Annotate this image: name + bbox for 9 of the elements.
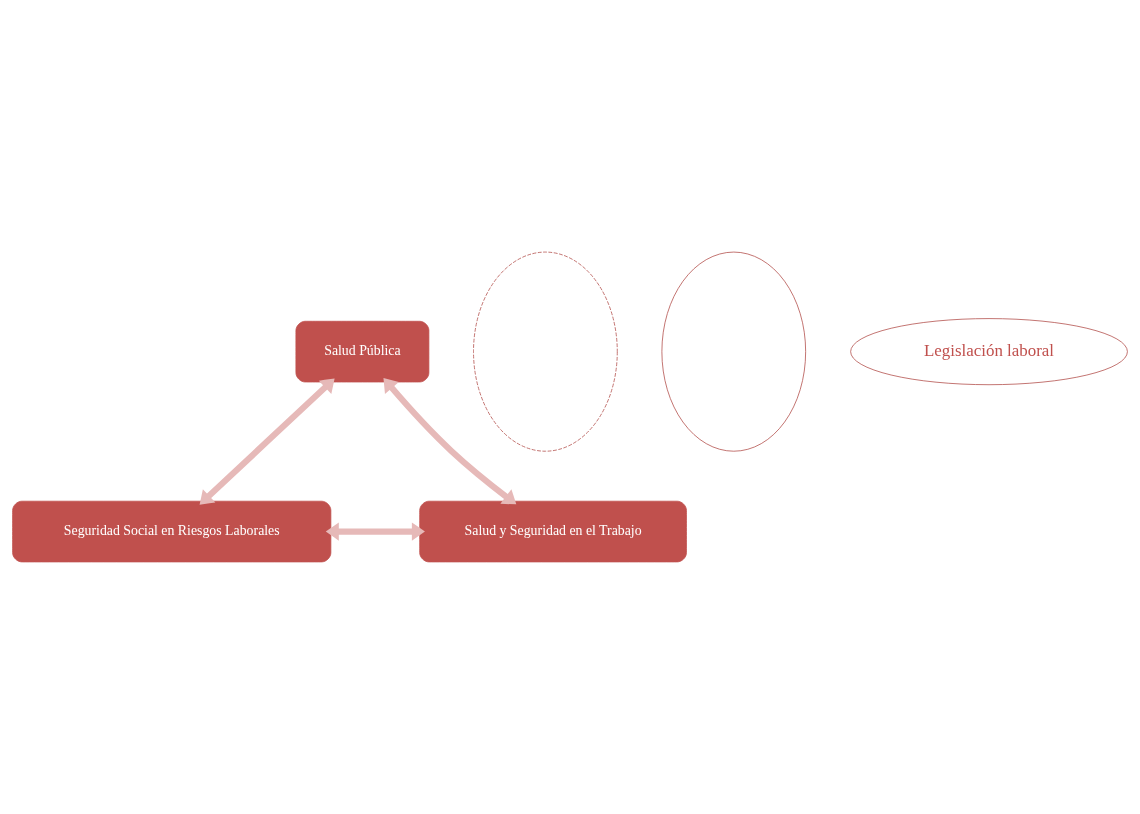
arrow — [325, 522, 425, 541]
node-box: Seguridad Social en Riesgos Laborales — [12, 500, 332, 563]
node-ellipse: Legislación laboral — [850, 318, 1128, 386]
node-box: Salud Pública — [295, 320, 430, 383]
node-ellipse — [661, 251, 807, 452]
node-ellipse — [473, 251, 618, 452]
node-box: Salud y Seguridad en el Trabajo — [419, 500, 687, 563]
arrow — [383, 378, 517, 505]
arrow — [199, 378, 335, 505]
